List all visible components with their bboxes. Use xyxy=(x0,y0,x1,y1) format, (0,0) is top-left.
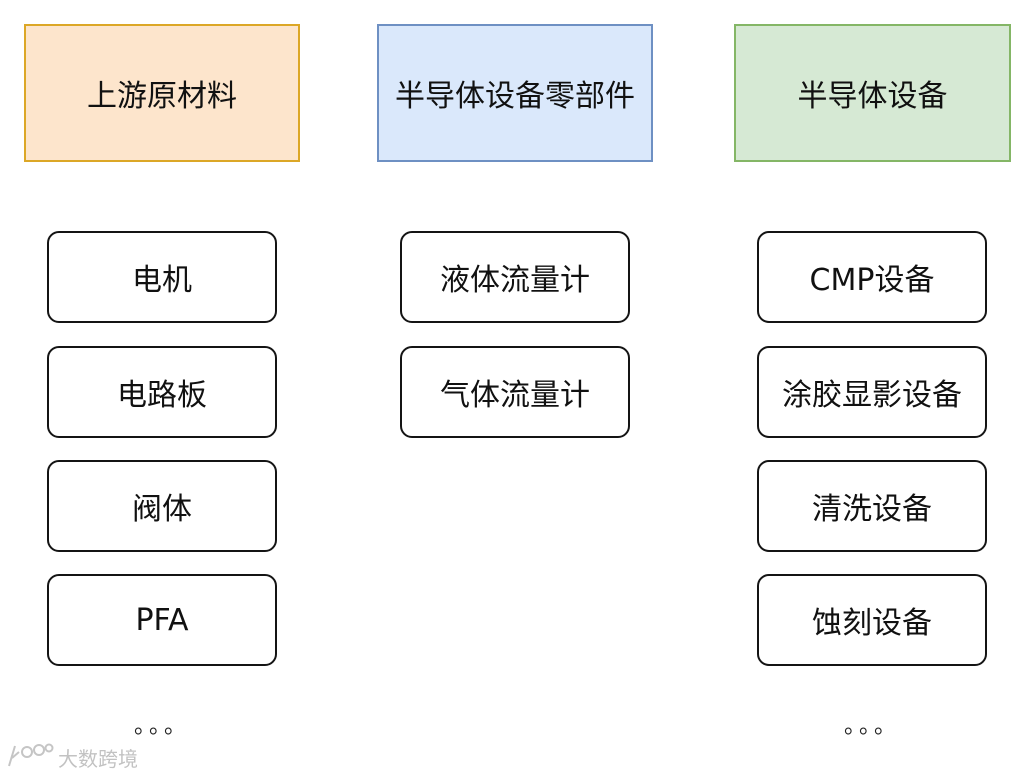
item-box: PFA xyxy=(47,574,277,666)
item-box: 气体流量计 xyxy=(400,346,630,438)
column-header-equipment-parts: 半导体设备零部件 xyxy=(377,24,653,162)
column-header-raw-materials: 上游原材料 xyxy=(24,24,300,162)
item-box: 清洗设备 xyxy=(757,460,987,552)
item-box: 电路板 xyxy=(47,346,277,438)
item-box: 蚀刻设备 xyxy=(757,574,987,666)
item-box: CMP设备 xyxy=(757,231,987,323)
item-box: 电机 xyxy=(47,231,277,323)
watermark-text: 大数跨境 xyxy=(58,746,138,771)
more-ellipsis: 。。。 xyxy=(843,714,900,739)
item-box: 液体流量计 xyxy=(400,231,630,323)
watermark-logo-icon xyxy=(6,740,54,775)
watermark: 大数跨境 xyxy=(6,740,138,774)
column-header-equipment: 半导体设备 xyxy=(734,24,1011,162)
more-ellipsis: 。。。 xyxy=(133,714,190,739)
item-box: 阀体 xyxy=(47,460,277,552)
item-box: 涂胶显影设备 xyxy=(757,346,987,438)
